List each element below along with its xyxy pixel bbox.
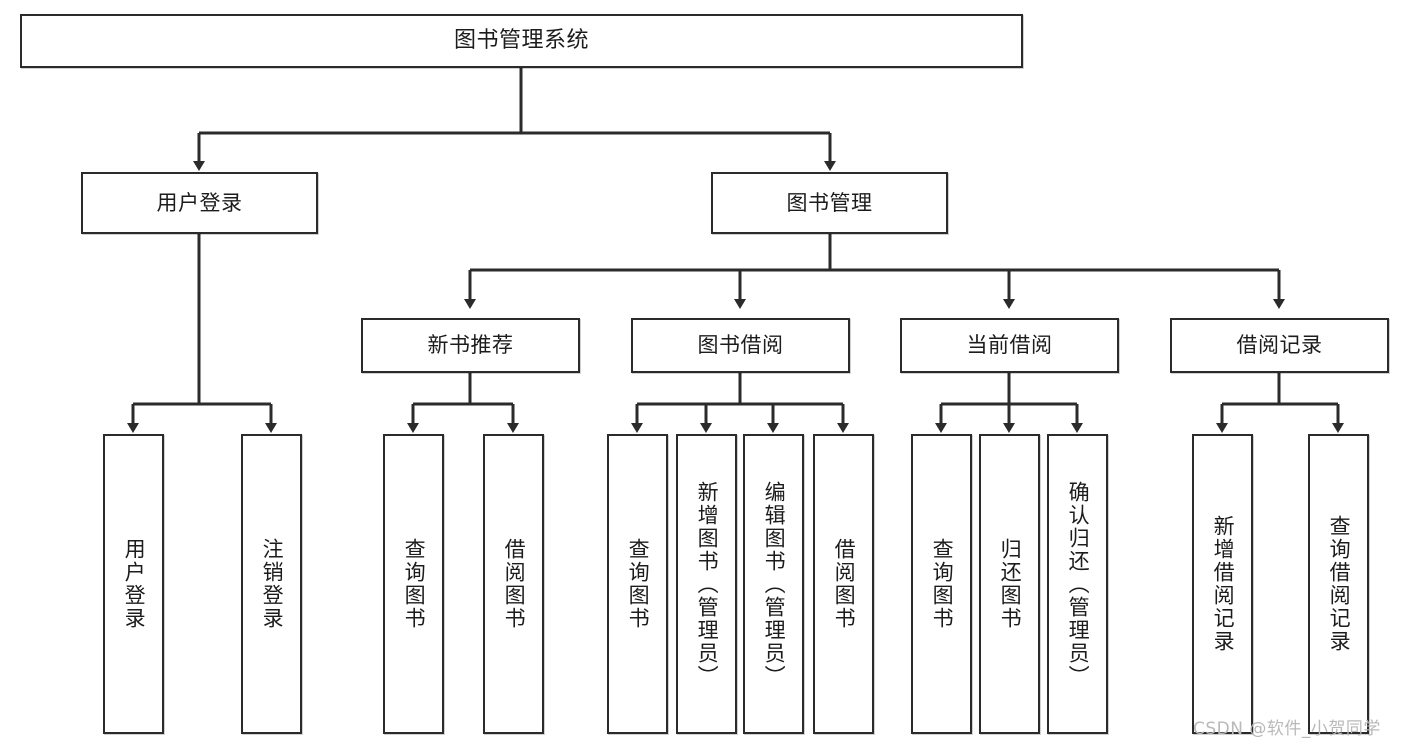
node-label: 图书借阅 (697, 333, 784, 358)
node-leaf-query-book-recommend[interactable]: 查询图书 (383, 434, 444, 734)
node-label: 查询借阅记录 (1327, 515, 1352, 653)
node-label: 借阅记录 (1236, 333, 1323, 358)
node-label: 借阅图书 (832, 538, 857, 630)
node-leaf-query-book-borrow[interactable]: 查询图书 (607, 434, 668, 734)
node-label: 编辑图书（管理员） (762, 480, 787, 688)
node-label: 用户登录 (122, 538, 147, 630)
node-label: 确认归还（管理员） (1066, 480, 1091, 688)
node-label: 归还图书 (998, 538, 1023, 630)
node-label: 查询图书 (930, 538, 955, 630)
csdn-watermark: CSDN @软件_小贺同学 (1193, 719, 1381, 739)
node-label: 借阅图书 (502, 538, 527, 630)
node-leaf-query-borrow-record[interactable]: 查询借阅记录 (1308, 434, 1369, 734)
node-label: 当前借阅 (966, 333, 1053, 358)
node-label: 图书管理系统 (453, 28, 589, 54)
node-leaf-confirm-return-admin[interactable]: 确认归还（管理员） (1047, 434, 1108, 734)
node-leaf-borrow-book-recommend[interactable]: 借阅图书 (483, 434, 544, 734)
node-label: 新书推荐 (427, 333, 514, 358)
node-root-book-management-system[interactable]: 图书管理系统 (20, 14, 1023, 68)
node-leaf-borrow-book[interactable]: 借阅图书 (813, 434, 874, 734)
node-user-login[interactable]: 用户登录 (81, 172, 318, 234)
node-label: 用户登录 (156, 190, 243, 215)
node-label: 查询图书 (626, 538, 651, 630)
node-new-book-recommend[interactable]: 新书推荐 (361, 318, 580, 373)
node-label: 查询图书 (402, 538, 427, 630)
node-book-management[interactable]: 图书管理 (711, 172, 948, 234)
node-label: 图书管理 (786, 190, 873, 215)
node-leaf-edit-book-admin[interactable]: 编辑图书（管理员） (743, 434, 804, 734)
node-leaf-add-borrow-record[interactable]: 新增借阅记录 (1192, 434, 1253, 734)
node-leaf-user-login[interactable]: 用户登录 (103, 434, 164, 734)
node-leaf-return-book[interactable]: 归还图书 (979, 434, 1040, 734)
node-leaf-query-book-current[interactable]: 查询图书 (911, 434, 972, 734)
node-borrow-record[interactable]: 借阅记录 (1170, 318, 1389, 373)
node-current-borrow[interactable]: 当前借阅 (900, 318, 1119, 373)
node-label: 新增图书（管理员） (695, 480, 720, 688)
node-leaf-add-book-admin[interactable]: 新增图书（管理员） (676, 434, 737, 734)
node-book-borrow[interactable]: 图书借阅 (631, 318, 850, 373)
node-label: 新增借阅记录 (1211, 515, 1236, 653)
node-label: 注销登录 (260, 538, 285, 630)
node-leaf-logout[interactable]: 注销登录 (241, 434, 302, 734)
